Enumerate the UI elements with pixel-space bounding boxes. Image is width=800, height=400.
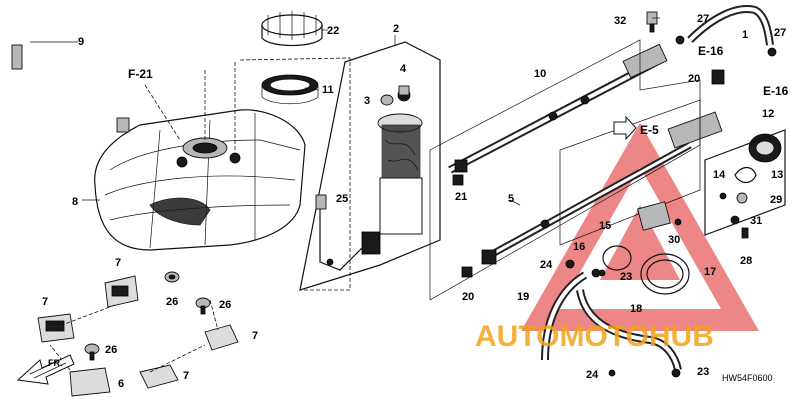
label-29: 29: [770, 194, 782, 206]
clip-26-b[interactable]: [195, 297, 211, 315]
label-20-a: 20: [688, 73, 700, 85]
tank-strap[interactable]: [11, 36, 130, 133]
label-4: 4: [400, 63, 407, 75]
clip-26-c[interactable]: [84, 343, 100, 361]
leader-lines: [30, 17, 660, 206]
label-28: 28: [740, 255, 752, 267]
bolt-31[interactable]: [730, 215, 740, 225]
clip-24-b[interactable]: [608, 369, 616, 377]
label-5: 5: [508, 193, 514, 205]
label-27-b: 27: [774, 27, 786, 39]
clip-3[interactable]: [380, 94, 394, 106]
label-3: 3: [364, 95, 370, 107]
fuel-tank[interactable]: [94, 109, 306, 251]
front-direction-arrow: [16, 354, 75, 385]
clip-23-a[interactable]: [598, 269, 606, 277]
label-10: 10: [534, 68, 546, 80]
fuel-pump-module[interactable]: [299, 41, 441, 291]
label-2: 2: [393, 23, 399, 35]
bolt-28[interactable]: [741, 227, 749, 239]
canister-hose-set[interactable]: [541, 201, 690, 371]
vent-tube-assembly[interactable]: [481, 111, 723, 265]
label-18: 18: [630, 303, 642, 315]
label-26-a: 26: [166, 296, 178, 308]
callout-e5[interactable]: E-5: [613, 115, 659, 141]
label-9: 9: [78, 36, 84, 48]
label-21: 21: [455, 191, 467, 203]
watermark-triangle-logo: [521, 122, 759, 331]
bolt-30[interactable]: [674, 218, 682, 226]
label-6: 6: [118, 378, 124, 390]
label-16: 16: [573, 241, 585, 253]
fuel-cap-assembly[interactable]: [704, 129, 786, 236]
label-1: 1: [742, 29, 748, 41]
svg-text:AUTOMOTOHUB: AUTOMOTOHUB: [475, 320, 714, 353]
label-24-b: 24: [586, 369, 599, 381]
bolt-32[interactable]: [646, 11, 658, 33]
svg-text:E-5: E-5: [640, 123, 659, 137]
callout-e16-b[interactable]: E-16: [763, 84, 789, 98]
label-19: 19: [517, 291, 529, 303]
label-23-a: 23: [620, 271, 632, 283]
label-14: 14: [713, 169, 726, 181]
label-30: 30: [668, 234, 680, 246]
clamp-27-a[interactable]: [675, 35, 685, 45]
label-7-a: 7: [115, 257, 121, 269]
label-26-c: 26: [105, 344, 117, 356]
label-27-a: 27: [697, 13, 709, 25]
fuel-level-sensor[interactable]: [315, 194, 381, 271]
label-13: 13: [771, 169, 783, 181]
callout-e16-a[interactable]: E-16: [698, 44, 724, 58]
label-26-b: 26: [219, 299, 231, 311]
front-label: FR.: [48, 358, 63, 368]
label-17: 17: [704, 266, 716, 278]
watermark-text: AUTOMOTOHUB: [475, 320, 714, 353]
label-11: 11: [322, 84, 334, 96]
label-22: 22: [327, 25, 339, 37]
label-23-b: 23: [697, 366, 709, 378]
filler-hose[interactable]: [687, 5, 774, 46]
callout-f21[interactable]: F-21: [128, 67, 153, 81]
label-12: 12: [762, 108, 774, 120]
clip-26-a[interactable]: [164, 271, 180, 283]
filler-pipe-assembly[interactable]: [448, 43, 668, 174]
fuel-pump-seal[interactable]: [261, 74, 319, 105]
label-8: 8: [72, 196, 78, 208]
diagram-code: HW54F0600: [722, 373, 773, 383]
label-15: 15: [599, 220, 611, 232]
svg-text:FR.: FR.: [48, 358, 63, 368]
label-31: 31: [750, 215, 762, 227]
label-25: 25: [336, 193, 348, 205]
clip-23-b[interactable]: [671, 368, 681, 378]
label-24-a: 24: [540, 259, 553, 271]
tank-pads[interactable]: [37, 275, 239, 397]
clip-21[interactable]: [452, 174, 464, 186]
label-7-b: 7: [42, 296, 48, 308]
clip-20-a[interactable]: [711, 69, 725, 85]
svg-text:F-21: F-21: [128, 67, 153, 81]
lock-ring[interactable]: [261, 11, 323, 47]
label-20-b: 20: [462, 291, 474, 303]
label-7-d: 7: [183, 370, 189, 382]
label-7-c: 7: [252, 330, 258, 342]
label-32: 32: [614, 15, 626, 27]
clip-4[interactable]: [398, 85, 410, 96]
clamp-27-b[interactable]: [767, 47, 777, 57]
clip-20-b[interactable]: [461, 266, 473, 278]
svg-text:E-16: E-16: [763, 84, 789, 98]
svg-text:E-16: E-16: [698, 44, 724, 58]
